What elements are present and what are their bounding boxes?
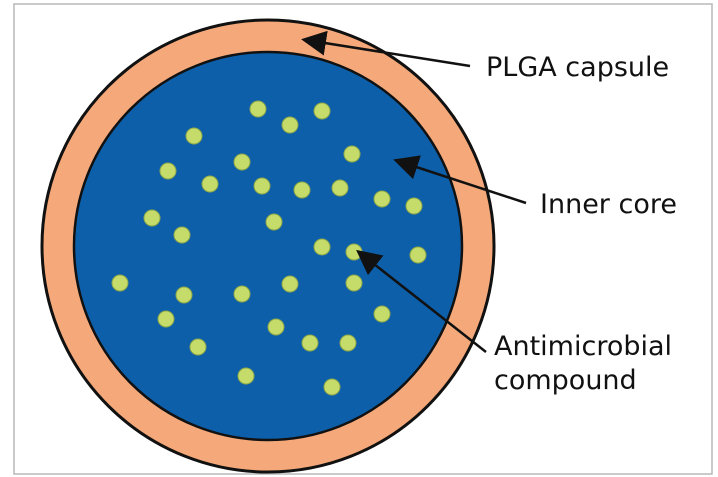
compound-label-line1: Antimicrobial [494,331,672,362]
antimicrobial-particle [314,239,330,255]
antimicrobial-particle [406,198,422,214]
antimicrobial-particle [266,214,282,230]
antimicrobial-particle [340,335,356,351]
antimicrobial-particle [160,163,176,179]
antimicrobial-particle [268,319,284,335]
antimicrobial-particle [158,311,174,327]
compound-label-line2: compound [494,365,637,396]
antimicrobial-particle [344,146,360,162]
antimicrobial-particle [234,154,250,170]
antimicrobial-particle [202,176,218,192]
antimicrobial-particle [374,306,390,322]
antimicrobial-particle [324,379,340,395]
inner-core [74,52,462,440]
core-label: Inner core [540,189,677,220]
antimicrobial-particle [176,287,192,303]
antimicrobial-particle [282,276,298,292]
antimicrobial-particle [346,275,362,291]
antimicrobial-particle [186,128,202,144]
antimicrobial-particle [346,244,362,260]
antimicrobial-particle [294,182,310,198]
antimicrobial-particle [410,247,426,263]
antimicrobial-particle [250,101,266,117]
capsule-label: PLGA capsule [486,52,669,83]
antimicrobial-particle [332,180,348,196]
antimicrobial-particle [234,286,250,302]
antimicrobial-particle [112,275,128,291]
antimicrobial-particle [282,117,298,133]
antimicrobial-particle [144,210,160,226]
antimicrobial-particle [374,191,390,207]
antimicrobial-particle [254,178,270,194]
antimicrobial-particle [190,339,206,355]
antimicrobial-particle [314,103,330,119]
antimicrobial-particle [302,335,318,351]
antimicrobial-particle [174,227,190,243]
antimicrobial-particle [238,368,254,384]
